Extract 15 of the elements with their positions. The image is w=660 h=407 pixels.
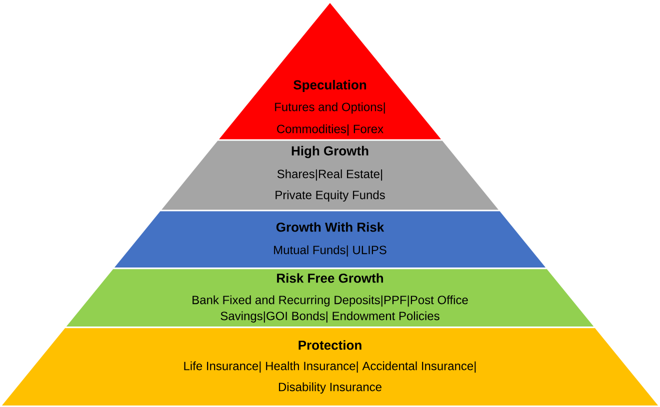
tier-description: Bank Fixed and Recurring Deposits|PPF|Post Office Savings|GOI Bonds| Endowment Policies	[192, 295, 468, 323]
pyramid-tier	[219, 3, 441, 140]
tier-heading: Protection	[298, 340, 362, 350]
pyramid-tier	[2, 328, 658, 406]
tier-description: Futures and Options| Commodities| Forex	[275, 102, 385, 136]
tier-description: Shares|Real Estate| Private Equity Funds	[276, 169, 385, 202]
pyramid-tier	[162, 140, 498, 210]
pyramid-tier	[66, 269, 594, 326]
pyramid-tier	[114, 211, 546, 268]
tier-heading: High Growth	[292, 146, 368, 158]
tier-heading: Growth With Risk	[276, 222, 384, 232]
tier-heading: Speculation	[294, 80, 366, 92]
tier-description: Life Insurance| Health Insurance| Accidental Insurance| Disability Insurance	[184, 361, 476, 394]
tier-heading: Risk Free Growth	[277, 273, 383, 283]
tier-description: Mutual Funds| ULIPS	[274, 245, 386, 257]
